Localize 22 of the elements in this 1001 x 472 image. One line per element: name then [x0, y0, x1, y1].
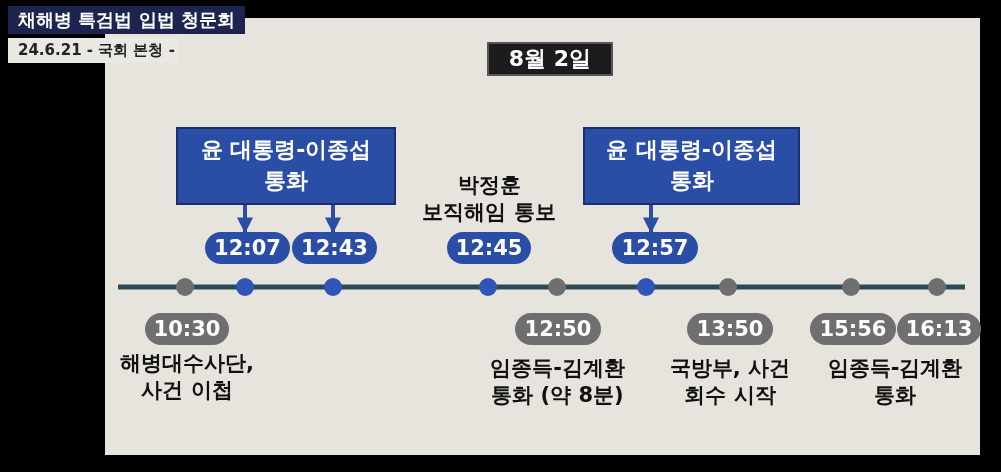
- event-description: 임종득-김계환 통화: [826, 355, 964, 410]
- time-pill: 12:43: [292, 232, 377, 264]
- event-description: 임종득-김계환 통화 (약 8분): [489, 355, 626, 410]
- callout-pointer: [237, 205, 253, 234]
- time-pill: 12:07: [205, 232, 290, 264]
- callout-pointer: [643, 205, 659, 234]
- time-pill: 12:57: [612, 232, 698, 264]
- time-pill: 13:50: [687, 313, 773, 345]
- time-pill: 12:50: [515, 313, 601, 345]
- callout-box: 윤 대통령-이종섭 통화: [176, 127, 396, 205]
- time-pill: 15:56: [810, 313, 896, 345]
- broadcast-banner: 채해병 특검법 입법 청문회: [8, 6, 245, 34]
- time-pill: 16:13: [897, 313, 981, 345]
- time-pill: 12:45: [447, 232, 531, 264]
- event-description: 해병대수사단, 사건 이첩: [119, 350, 255, 405]
- callout-box: 윤 대통령-이종섭 통화: [583, 127, 800, 205]
- time-pill: 10:30: [145, 313, 229, 345]
- event-description: 박정훈 보직해임 통보: [421, 172, 557, 227]
- event-description: 국방부, 사건 회수 시작: [668, 355, 792, 410]
- callout-pointer: [325, 205, 341, 234]
- broadcast-subtitle: 24.6.21 - 국회 본청 -: [8, 38, 178, 63]
- date-title: 8월 2일: [487, 42, 613, 76]
